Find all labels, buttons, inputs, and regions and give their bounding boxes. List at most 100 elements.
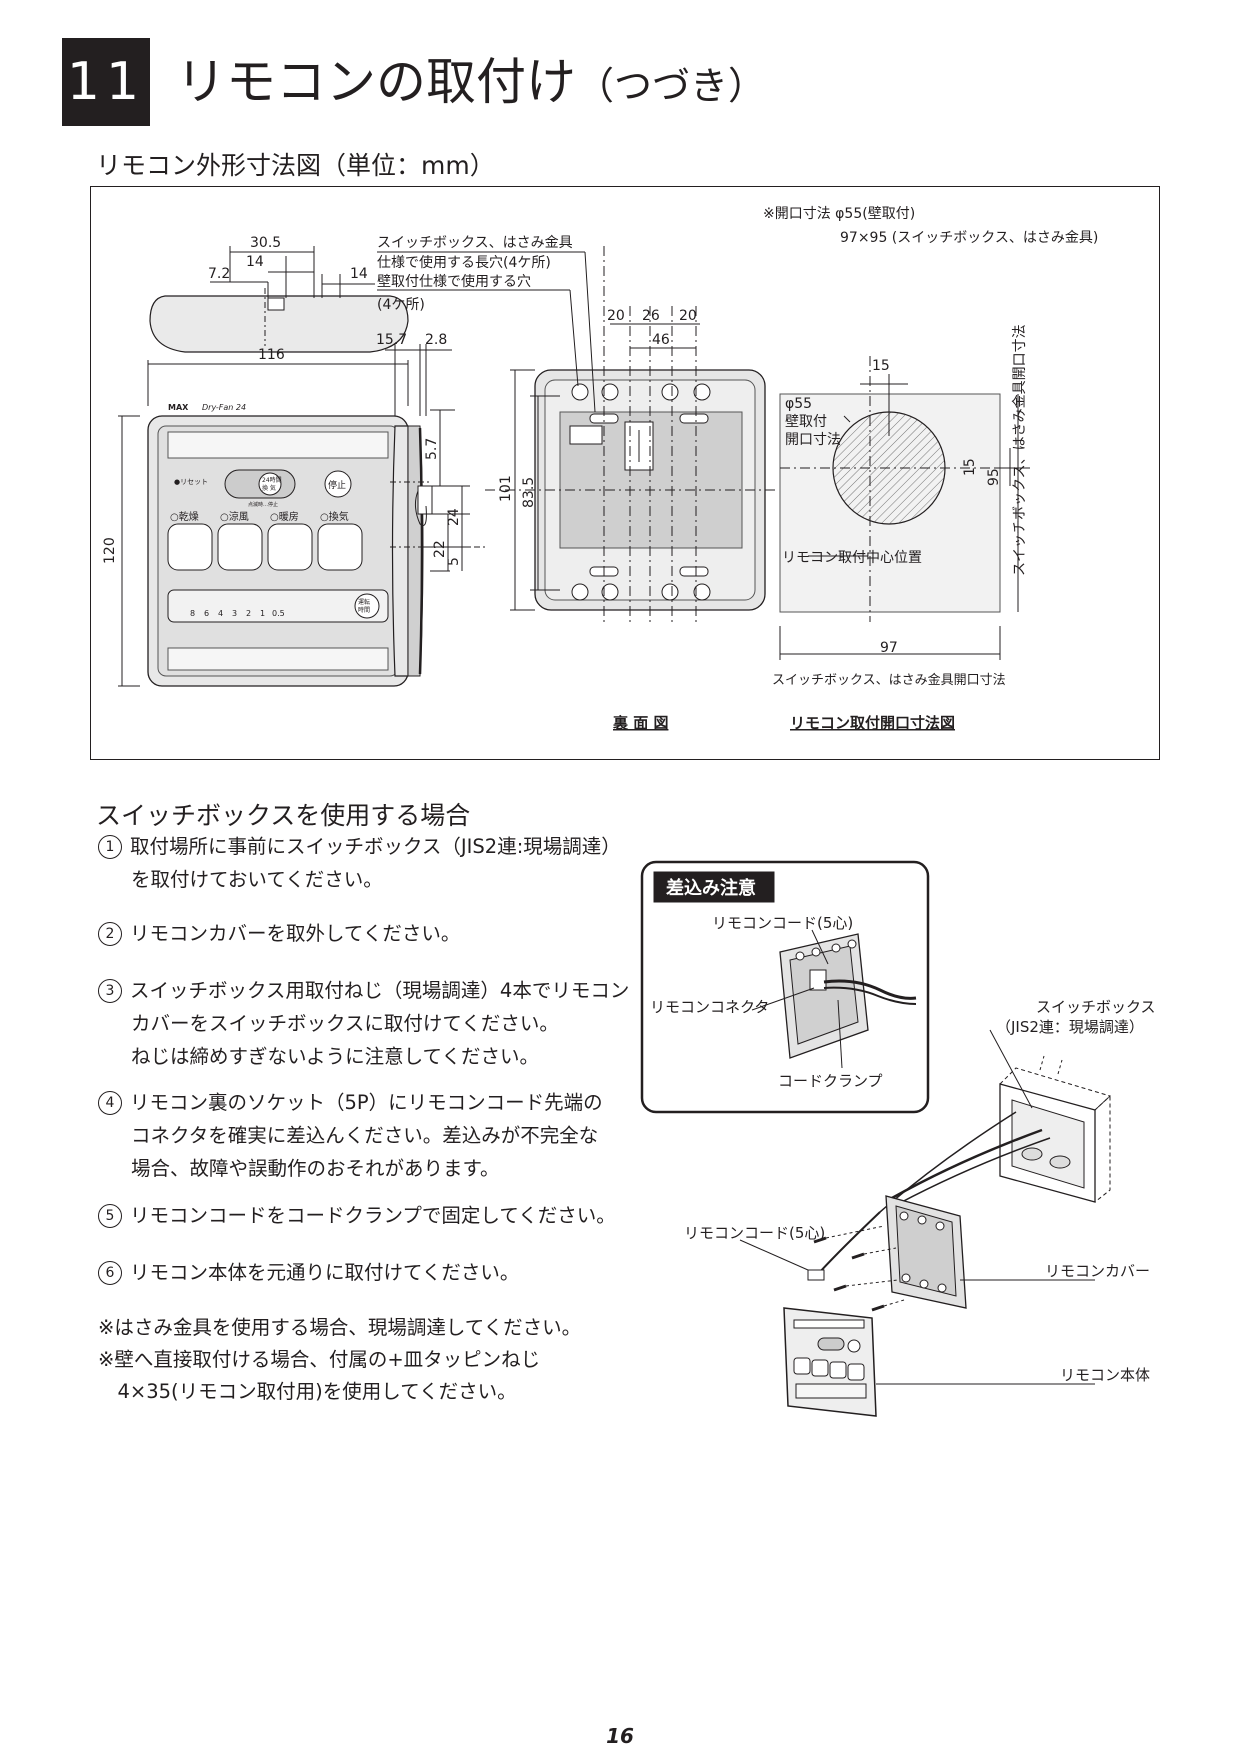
wall-open-label-2: 開口寸法 — [785, 432, 841, 448]
dim-15-7: 15.7 — [376, 332, 407, 348]
opening-note-2: 97×95 (スイッチボックス、はさみ金具) — [840, 230, 1098, 246]
cord-label-main: リモコンコード(5心) — [684, 1224, 825, 1242]
dim-5-7: 5.7 — [424, 438, 440, 460]
cover-label: リモコンカバー — [1045, 1262, 1150, 1280]
step-text: リモコンカバーを取外してください。 — [130, 922, 461, 945]
step-number: 3 — [98, 979, 122, 1003]
vent-sub-label: 点滅時…停止 — [248, 501, 278, 508]
diagram-frame — [90, 186, 1160, 760]
caution-title: 差込み注意 — [666, 877, 756, 899]
step-number: 2 — [98, 922, 122, 946]
dim-7-2: 7.2 — [208, 266, 230, 282]
remote-side-view — [391, 425, 409, 677]
step-text: スイッチボックス用取付ねじ（現場調達）4本でリモコン — [130, 979, 630, 1002]
dim-97: 97 — [880, 640, 898, 656]
timer-2: 2 — [246, 609, 251, 618]
step-2: 2 リモコンカバーを取外してください。 — [98, 917, 460, 950]
cord-label-callout: リモコンコード(5心) — [712, 914, 853, 932]
connector-label: リモコンコネクタ — [650, 998, 769, 1016]
timer-0-5: 0.5 — [272, 609, 285, 618]
step-text: を取付けておいてください。 — [131, 868, 383, 891]
slot-label-2: 仕様で使用する長穴(4ケ所) — [377, 254, 551, 271]
hole-label-2: (4ケ所) — [377, 297, 425, 313]
dim-2-8: 2.8 — [425, 332, 447, 348]
brand-logo-text: MAX — [168, 403, 189, 412]
side-opening-label: スイッチボックス、はさみ金具開口寸法 — [1012, 324, 1028, 576]
step-text: リモコン裏のソケット（5P）にリモコンコード先端の — [130, 1091, 603, 1114]
remote-top-view — [149, 295, 409, 353]
timer-4: 4 — [218, 609, 223, 618]
wall-open-label-1: 壁取付 — [785, 414, 827, 430]
dim-15b: 15 — [962, 458, 978, 476]
switchbox-title: スイッチボックスを使用する場合 — [96, 801, 471, 830]
step-number: 1 — [98, 835, 122, 859]
note-1: ※はさみ金具を使用する場合、現場調達してください。 — [98, 1316, 582, 1339]
step-number: 4 — [98, 1091, 122, 1115]
step-1: 1 取付場所に事前にスイッチボックス（JIS2連:現場調達） を取付けておいてくだ… — [98, 830, 621, 896]
dim-20a: 20 — [607, 308, 625, 324]
bottom-opening-label: スイッチボックス、はさみ金具開口寸法 — [772, 672, 1006, 688]
run-label-1: 運転 — [358, 598, 370, 606]
step-text: コネクタを確実に差込んください。差込みが不完全な — [131, 1124, 599, 1147]
timer-6: 6 — [204, 609, 209, 618]
section-title-suffix: （つづき） — [576, 64, 767, 108]
timer-3: 3 — [232, 609, 237, 618]
slot-label-1: スイッチボックス、はさみ金具 — [377, 235, 573, 251]
mode-vent: ○換気 — [320, 510, 349, 523]
step-5: 5 リモコンコードをコードクランプで固定してください。 — [98, 1199, 616, 1232]
section-number: 11 — [62, 38, 150, 126]
dim-120: 120 — [102, 537, 118, 564]
dim-20b: 20 — [679, 308, 697, 324]
mode-cool: ○涼風 — [220, 510, 249, 523]
opening-diagram-caption: リモコン取付開口寸法図 — [790, 714, 955, 732]
dim-26: 26 — [642, 308, 660, 324]
dim-83-5: 83.5 — [521, 477, 537, 508]
switchbox-label-1: スイッチボックス — [1036, 998, 1156, 1016]
dim-5: 5 — [446, 557, 462, 566]
dim-95: 95 — [986, 468, 1002, 486]
mode-heat: ○暖房 — [270, 510, 299, 523]
note-3: 4×35(リモコン取付用)を使用してください。 — [98, 1380, 517, 1403]
dimension-diagram-title: リモコン外形寸法図（単位：mm） — [96, 151, 495, 180]
dim-116: 116 — [258, 347, 285, 363]
run-label-2: 時間 — [358, 606, 370, 614]
dimension-diagram: ※開口寸法 φ55(壁取付) 97×95 (スイッチボックス、はさみ金具) スイ… — [102, 206, 1098, 732]
step-text: リモコン本体を元通りに取付けてください。 — [130, 1261, 520, 1284]
timer-8: 8 — [190, 609, 195, 618]
step-6: 6 リモコン本体を元通りに取付けてください。 — [98, 1256, 519, 1289]
stop-label: 停止 — [328, 479, 346, 491]
reset-label: ●リセット — [174, 478, 208, 486]
hole-label-1: 壁取付仕様で使用する穴 — [377, 273, 531, 290]
phi-55-label: φ55 — [785, 396, 812, 412]
model-name: Dry-Fan 24 — [202, 403, 246, 412]
installation-illustration: 差込み注意 リモコンコード(5心) リモコンコネクタ コードクランプ スイッチボ… — [640, 860, 1156, 1417]
dim-22: 22 — [432, 540, 448, 558]
step-number: 5 — [98, 1204, 122, 1228]
dim-24: 24 — [446, 508, 462, 526]
step-text: 場合、故障や誤動作のおそれがあります。 — [131, 1157, 500, 1180]
dim-30-5: 30.5 — [250, 235, 281, 251]
dim-15a: 15 — [872, 358, 890, 374]
step-4: 4 リモコン裏のソケット（5P）にリモコンコード先端の コネクタを確実に差込んくだ… — [98, 1086, 603, 1185]
section-title-main: リモコンの取付け — [176, 53, 576, 111]
dim-101: 101 — [498, 475, 514, 502]
clamp-label: コードクランプ — [778, 1072, 883, 1090]
step-number: 6 — [98, 1261, 122, 1285]
step-text: ねじは締めすぎないように注意してください。 — [131, 1045, 539, 1068]
switchbox-label-2: （JIS2連：現場調達） — [996, 1018, 1144, 1036]
vent24-label-2: 換 気 — [262, 484, 276, 492]
step-text: カバーをスイッチボックスに取付けてください。 — [131, 1012, 559, 1035]
dim-14a: 14 — [246, 254, 264, 270]
step-text: 取付場所に事前にスイッチボックス（JIS2連:現場調達） — [130, 835, 621, 858]
dim-46: 46 — [652, 332, 670, 348]
vent24-label-1: 24時間 — [262, 476, 282, 484]
step-3: 3 スイッチボックス用取付ねじ（現場調達）4本でリモコン カバーをスイッチボックス… — [98, 974, 629, 1073]
center-position-label: リモコン取付中心位置 — [782, 550, 922, 566]
note-2: ※壁へ直接取付ける場合、付属の+皿タッピンねじ — [98, 1348, 541, 1371]
page-number: 16 — [606, 1724, 634, 1748]
timer-1: 1 — [260, 609, 265, 618]
section-title: リモコンの取付け（つづき） — [176, 52, 766, 116]
step-text: リモコンコードをコードクランプで固定してください。 — [130, 1204, 616, 1227]
back-view-caption: 裏 面 図 — [612, 714, 668, 732]
caution-title-box — [653, 871, 775, 903]
